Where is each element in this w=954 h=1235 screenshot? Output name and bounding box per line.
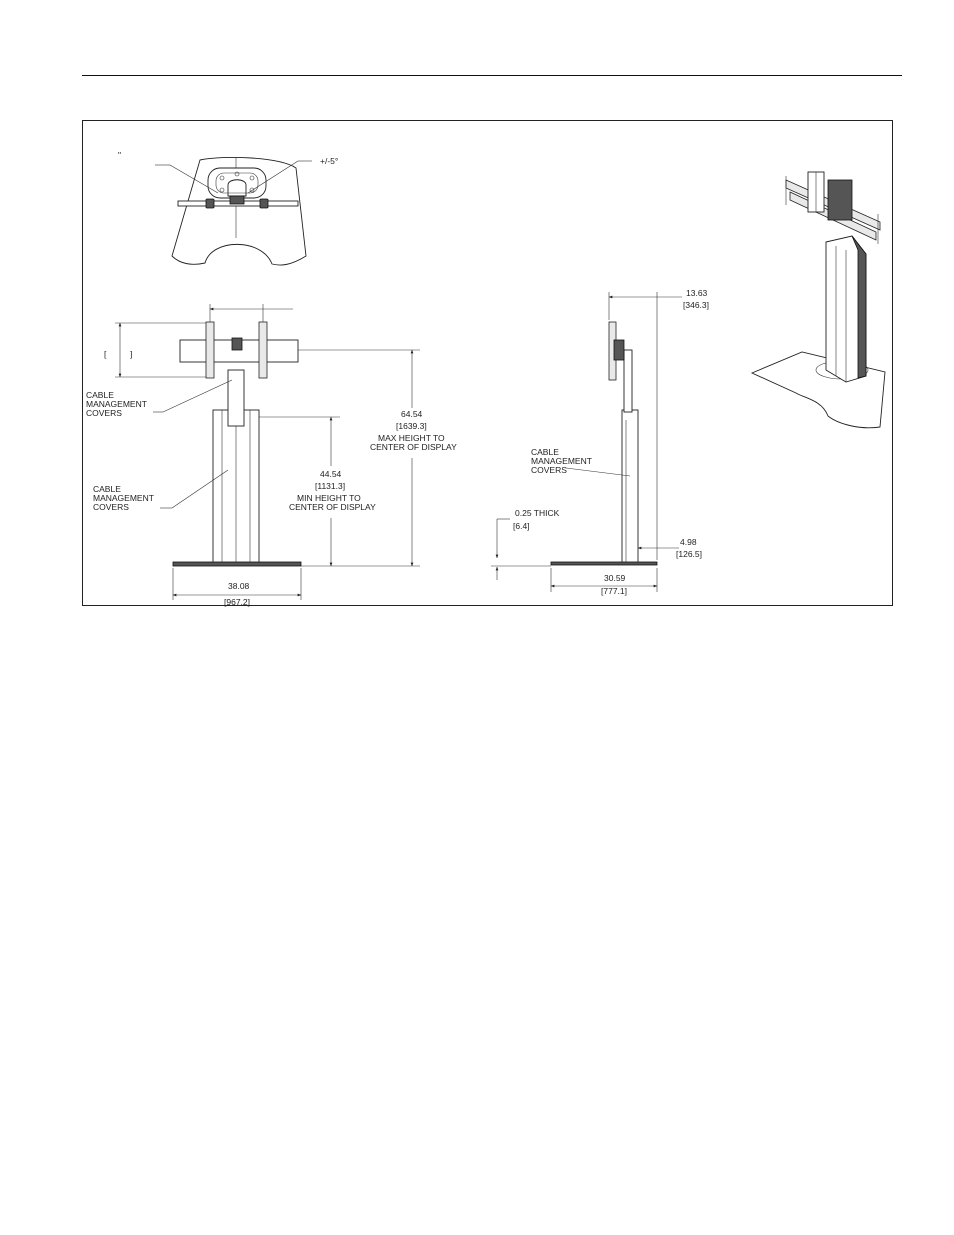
front-bracket-right xyxy=(258,321,268,379)
max-height-inches: 64.54 xyxy=(401,409,423,419)
thickness-inches: 0.25 THICK xyxy=(515,508,560,518)
min-height-inches: 44.54 xyxy=(320,469,342,479)
side-view: 13.63 [346.3] CABLE MANAGEMENT COVERS 0.… xyxy=(491,288,709,596)
max-height-label: MAX HEIGHT TO CENTER OF DISPLAY xyxy=(370,433,457,452)
offset-inches: 13.63 xyxy=(686,288,708,298)
iso-mount-head xyxy=(827,179,853,221)
column-offset-mm: [126.5] xyxy=(676,549,702,559)
tilt-angle-label: +/-5° xyxy=(320,156,338,166)
top-view-base-plate xyxy=(171,156,307,266)
stray-mark: " xyxy=(118,150,121,160)
front-bracket-left xyxy=(205,321,215,379)
front-view: [ ] CABLE MANAGEMENT COVERS CABLE MANAGE… xyxy=(86,304,457,607)
offset-mm: [346.3] xyxy=(683,300,709,310)
front-base-plate xyxy=(172,561,302,567)
thickness-mm: [6.4] xyxy=(513,521,530,531)
isometric-view xyxy=(750,171,886,429)
top-view: +/-5° " xyxy=(118,150,338,266)
min-height-label: MIN HEIGHT TO CENTER OF DISPLAY xyxy=(289,493,376,512)
cable-covers-lower-label: CABLE MANAGEMENT COVERS xyxy=(93,484,156,512)
top-view-mount-plate xyxy=(207,167,267,199)
base-width-inches: 38.08 xyxy=(228,581,250,591)
min-height-mm: [1131.3] xyxy=(315,481,345,491)
bracket-mark-left: [ xyxy=(104,349,107,359)
base-depth-mm: [777.1] xyxy=(601,586,627,596)
max-height-mm: [1639.3] xyxy=(396,421,427,431)
header-rule xyxy=(82,75,902,76)
drawing-frame xyxy=(82,120,893,606)
cable-covers-upper-label: CABLE MANAGEMENT COVERS xyxy=(86,390,149,418)
side-base-plate xyxy=(550,561,658,566)
column-offset-inches: 4.98 xyxy=(680,537,697,547)
base-depth-inches: 30.59 xyxy=(604,573,626,583)
bracket-mark-right: ] xyxy=(130,349,132,359)
side-column xyxy=(621,409,639,563)
base-width-mm: [967.2] xyxy=(224,597,250,607)
side-cable-covers-label: CABLE MANAGEMENT COVERS xyxy=(531,447,594,475)
